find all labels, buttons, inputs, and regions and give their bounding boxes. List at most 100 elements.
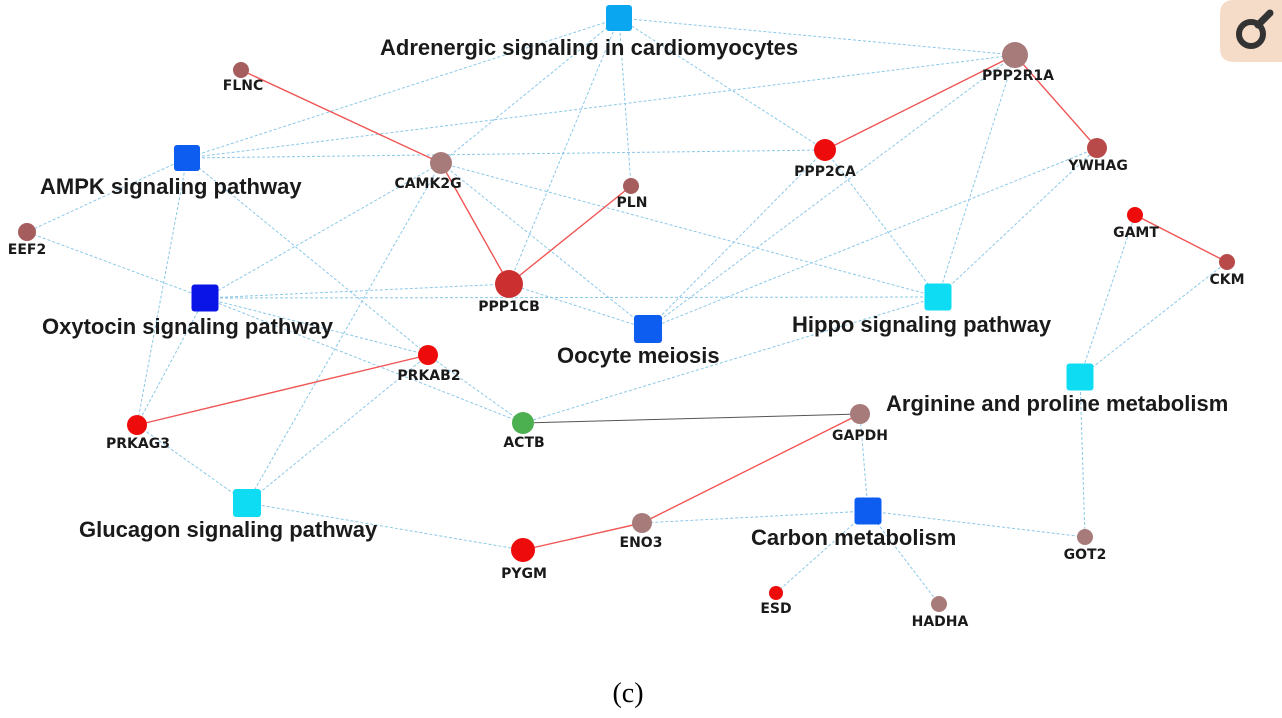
pathway-node-glucagon[interactable] xyxy=(233,489,261,517)
pathway-edge-glucagon-prkag3 xyxy=(136,424,248,504)
pathway-edge-glucagon-prkab2 xyxy=(246,354,429,504)
pathway-edge-arginine-got2 xyxy=(1079,376,1086,538)
pathway-edge-adrenergic-pln xyxy=(618,17,632,187)
gene-label-eno3: ENO3 xyxy=(620,535,663,551)
pathway-edge-oxytocin-actb xyxy=(204,297,524,424)
pathway-node-arginine[interactable] xyxy=(1066,363,1094,391)
interaction-edge-flnc-camk2g xyxy=(240,69,442,164)
gene-node-pygm[interactable] xyxy=(511,538,535,562)
gene-node-camk2g[interactable] xyxy=(430,152,452,174)
pathway-edge-arginine-gamt xyxy=(1079,214,1136,378)
pathway-edge-adrenergic-ampk xyxy=(186,17,620,159)
gene-label-ppp1cb: PPP1CB xyxy=(478,299,539,315)
gene-node-ckm[interactable] xyxy=(1219,254,1235,270)
gene-label-got2: GOT2 xyxy=(1064,547,1107,563)
gene-node-prkag3[interactable] xyxy=(127,415,147,435)
panel-label: (c) xyxy=(612,678,643,709)
gene-label-gamt: GAMT xyxy=(1113,225,1159,241)
gene-node-flnc[interactable] xyxy=(233,62,249,78)
gene-node-actb[interactable] xyxy=(512,412,534,434)
pathway-edge-adrenergic-camk2g xyxy=(440,17,620,164)
pathway-edge-glucagon-camk2g xyxy=(246,162,442,504)
pathway-edge-arginine-ckm xyxy=(1079,261,1228,378)
gene-node-eno3[interactable] xyxy=(632,513,652,533)
pathway-edge-ampk-ppp2r1a xyxy=(186,54,1016,159)
pathway-edge-hippo-ppp2r1a xyxy=(937,54,1016,298)
pathway-edge-oocyte-ppp2r1a xyxy=(647,54,1016,330)
pathway-node-adrenergic[interactable] xyxy=(606,5,632,31)
gene-node-ywhag[interactable] xyxy=(1087,138,1107,158)
pathway-edge-oxytocin-eef2 xyxy=(26,231,206,299)
gene-label-camk2g: CAMK2G xyxy=(394,176,461,192)
pathway-edge-adrenergic-ppp2ca xyxy=(618,17,826,151)
pathway-edge-adrenergic-ppp1cb xyxy=(508,17,620,285)
gene-node-got2[interactable] xyxy=(1077,529,1093,545)
pathway-edge-carbon-eno3 xyxy=(641,510,869,524)
gene-node-hadha[interactable] xyxy=(931,596,947,612)
interaction-edge-ppp1cb-pln xyxy=(508,185,632,285)
gene-label-pygm: PYGM xyxy=(501,566,547,582)
pathway-edge-oxytocin-prkag3 xyxy=(136,297,206,426)
pathway-edge-prkab2-actb xyxy=(427,354,524,424)
gene-label-eef2: EEF2 xyxy=(8,242,46,258)
pathway-edge-ampk-prkag3 xyxy=(136,157,188,426)
gene-label-gapdh: GAPDH xyxy=(832,428,888,444)
pathway-edge-hippo-ppp2ca xyxy=(824,149,939,298)
gene-node-eef2[interactable] xyxy=(18,223,36,241)
pathway-node-oxytocin[interactable] xyxy=(191,284,219,312)
pathway-edge-carbon-esd xyxy=(775,510,869,594)
gene-node-gapdh[interactable] xyxy=(850,404,870,424)
pathway-label-carbon: Carbon metabolism xyxy=(751,525,956,550)
interaction-edge-eno3-gapdh xyxy=(641,413,861,524)
gene-node-prkab2[interactable] xyxy=(418,345,438,365)
pathway-edge-ampk-eef2 xyxy=(26,157,188,233)
pathway-node-oocyte[interactable] xyxy=(634,315,662,343)
pathway-edge-adrenergic-ppp2r1a xyxy=(618,17,1016,56)
pathway-label-glucagon: Glucagon signaling pathway xyxy=(79,517,378,542)
pathway-edge-hippo-actb xyxy=(522,296,939,424)
pathway-label-oxytocin: Oxytocin signaling pathway xyxy=(42,314,334,339)
interaction-edge-ppp2r1a-ywhag xyxy=(1014,54,1098,149)
node-layer xyxy=(18,5,1235,612)
magnifier-icon[interactable] xyxy=(1220,0,1282,62)
interaction-edge-gamt-ckm xyxy=(1134,214,1228,263)
pathway-edge-oocyte-ywhag xyxy=(647,147,1098,330)
gene-label-prkag3: PRKAG3 xyxy=(106,436,170,452)
pathway-node-ampk[interactable] xyxy=(174,145,200,171)
pathway-label-oocyte: Oocyte meiosis xyxy=(557,343,720,368)
gene-label-hadha: HADHA xyxy=(912,614,969,630)
pathway-edge-ampk-ppp2ca xyxy=(186,149,826,159)
pathway-edge-oxytocin-hippo xyxy=(204,296,939,299)
gene-label-flnc: FLNC xyxy=(223,78,263,94)
gene-label-actb: ACTB xyxy=(503,435,544,451)
pathway-edge-hippo-camk2g xyxy=(440,162,939,298)
gene-node-ppp2r1a[interactable] xyxy=(1002,42,1028,68)
pathway-edge-carbon-gapdh xyxy=(859,413,869,512)
gene-label-ywhag: YWHAG xyxy=(1067,158,1128,174)
pathway-edge-oxytocin-ppp1cb xyxy=(204,283,510,299)
gene-node-gamt[interactable] xyxy=(1127,207,1143,223)
pathway-edge-oxytocin-camk2g xyxy=(204,162,442,299)
pathway-edge-oocyte-camk2g xyxy=(440,162,649,330)
interaction-edge-ppp2ca-ppp2r1a xyxy=(824,54,1016,151)
gene-label-prkab2: PRKAB2 xyxy=(397,368,460,384)
gene-node-ppp1cb[interactable] xyxy=(495,270,523,298)
pathway-edge-carbon-got2 xyxy=(867,510,1086,538)
pathway-edge-ampk-prkab2 xyxy=(186,157,429,356)
gene-node-ppp2ca[interactable] xyxy=(814,139,836,161)
gene-label-pln: PLN xyxy=(617,195,648,211)
pathway-node-hippo[interactable] xyxy=(924,283,952,311)
interaction-edge-camk2g-ppp1cb xyxy=(440,162,510,285)
interaction-edge-pygm-eno3 xyxy=(522,522,643,551)
edge-layer xyxy=(26,17,1228,605)
pathway-edge-oocyte-ppp1cb xyxy=(508,283,649,330)
gene-node-esd[interactable] xyxy=(769,586,783,600)
pathway-label-arginine: Arginine and proline metabolism xyxy=(886,391,1228,416)
pathway-node-carbon[interactable] xyxy=(854,497,882,525)
pathway-edge-glucagon-pygm xyxy=(246,502,524,551)
pathway-edge-hippo-ywhag xyxy=(937,147,1098,298)
gene-node-pln[interactable] xyxy=(623,178,639,194)
gene-label-ppp2ca: PPP2CA xyxy=(794,164,856,180)
label-layer: Adrenergic signaling in cardiomyocytesAM… xyxy=(8,35,1245,630)
